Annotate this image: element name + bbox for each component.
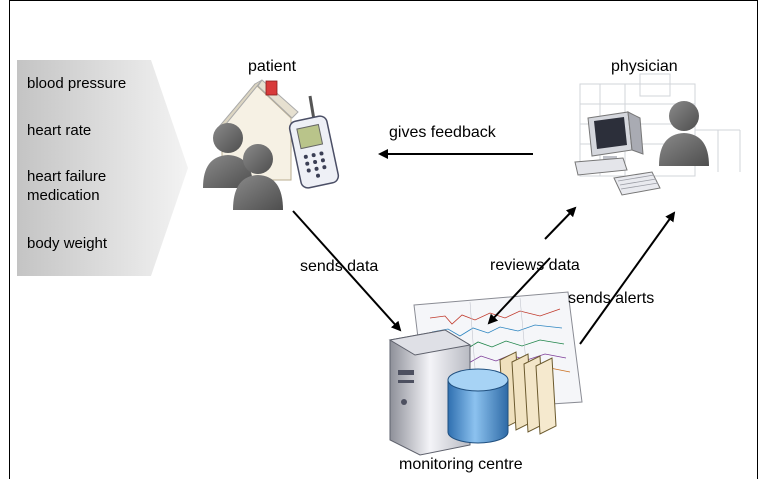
measurement-blood-pressure: blood pressure [27,75,127,92]
physician-label: physician [611,58,678,75]
database-cylinder-icon [447,368,509,444]
patient-label: patient [248,58,297,75]
desktop-computer-icon [574,111,661,196]
person-icon-front [233,144,283,210]
frame-top-border [9,0,758,1]
frame-left-border [9,0,10,479]
measurements-chevron [17,60,188,276]
sends-data-label: sends data [300,258,379,275]
monitoring-centre-label: monitoring centre [399,456,523,473]
measurement-body-weight: body weight [27,235,108,252]
mobile-phone-icon [288,95,340,189]
person-icon-back [203,123,253,188]
physician-person-icon [659,101,709,166]
arrow-reviews-data-down [487,257,551,325]
gives-feedback-label: gives feedback [389,124,496,141]
measurement-heart-failure-medication: heart failure medication [27,168,107,204]
arrow-reviews-data-up [544,206,577,240]
reviews-data-label: reviews data [490,257,580,274]
sends-alerts-label: sends alerts [568,290,655,307]
arrow-sends-data [292,210,402,332]
measurement-heart-rate: heart rate [27,122,92,139]
arrow-sends-alerts [579,211,676,345]
